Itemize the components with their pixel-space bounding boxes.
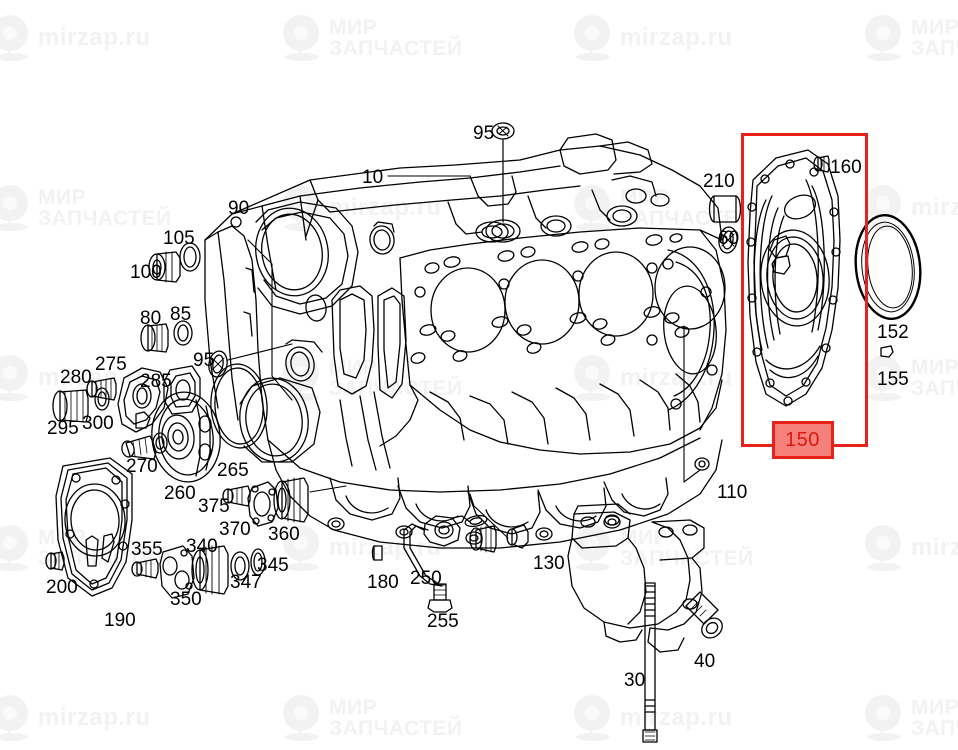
part-callout-265[interactable]: 265 bbox=[217, 460, 249, 481]
part-callout-255[interactable]: 255 bbox=[427, 611, 459, 632]
part-callout-190[interactable]: 190 bbox=[104, 610, 136, 631]
part-callout-95[interactable]: 95 bbox=[193, 350, 215, 371]
selection-highlight-box[interactable] bbox=[741, 133, 868, 447]
part-callout-260[interactable]: 260 bbox=[164, 483, 196, 504]
part-callout-347[interactable]: 347 bbox=[230, 572, 262, 593]
part-callout-375[interactable]: 375 bbox=[198, 496, 230, 517]
part-callout-60[interactable]: 60 bbox=[718, 228, 740, 249]
part-callout-295[interactable]: 295 bbox=[47, 418, 79, 439]
part-callout-90[interactable]: 90 bbox=[228, 198, 250, 219]
part-callout-105[interactable]: 105 bbox=[163, 228, 195, 249]
part-callout-180[interactable]: 180 bbox=[367, 572, 399, 593]
part-callout-280[interactable]: 280 bbox=[60, 367, 92, 388]
part-callout-152[interactable]: 152 bbox=[877, 322, 909, 343]
part-callout-370[interactable]: 370 bbox=[219, 519, 251, 540]
part-callout-285[interactable]: 285 bbox=[140, 371, 172, 392]
part-callout-210[interactable]: 210 bbox=[703, 171, 735, 192]
part-callout-350[interactable]: 350 bbox=[170, 589, 202, 610]
part-callout-355[interactable]: 355 bbox=[131, 539, 163, 560]
part-callout-110[interactable]: 110 bbox=[717, 482, 748, 503]
selected-part-number-badge[interactable]: 150 bbox=[771, 421, 834, 459]
part-callout-40[interactable]: 40 bbox=[694, 651, 716, 672]
part-callout-300[interactable]: 300 bbox=[82, 413, 114, 434]
part-callout-345[interactable]: 345 bbox=[257, 555, 289, 576]
part-callout-85[interactable]: 85 bbox=[170, 304, 192, 325]
part-callout-270[interactable]: 270 bbox=[126, 456, 158, 477]
part-callout-360[interactable]: 360 bbox=[268, 524, 300, 545]
part-callout-30[interactable]: 30 bbox=[624, 670, 646, 691]
part-callout-130[interactable]: 130 bbox=[533, 553, 565, 574]
part-callout-340[interactable]: 340 bbox=[186, 536, 218, 557]
part-callout-155[interactable]: 155 bbox=[877, 369, 909, 390]
part-callout-10[interactable]: 10 bbox=[362, 167, 384, 188]
part-callout-250[interactable]: 250 bbox=[410, 568, 442, 589]
part-callout-160[interactable]: 160 bbox=[830, 157, 862, 178]
part-callout-95[interactable]: 95 bbox=[473, 123, 495, 144]
part-callout-200[interactable]: 200 bbox=[46, 577, 78, 598]
part-callout-80[interactable]: 80 bbox=[140, 308, 162, 329]
part-callout-100[interactable]: 100 bbox=[130, 262, 162, 283]
part-callout-275[interactable]: 275 bbox=[95, 354, 127, 375]
